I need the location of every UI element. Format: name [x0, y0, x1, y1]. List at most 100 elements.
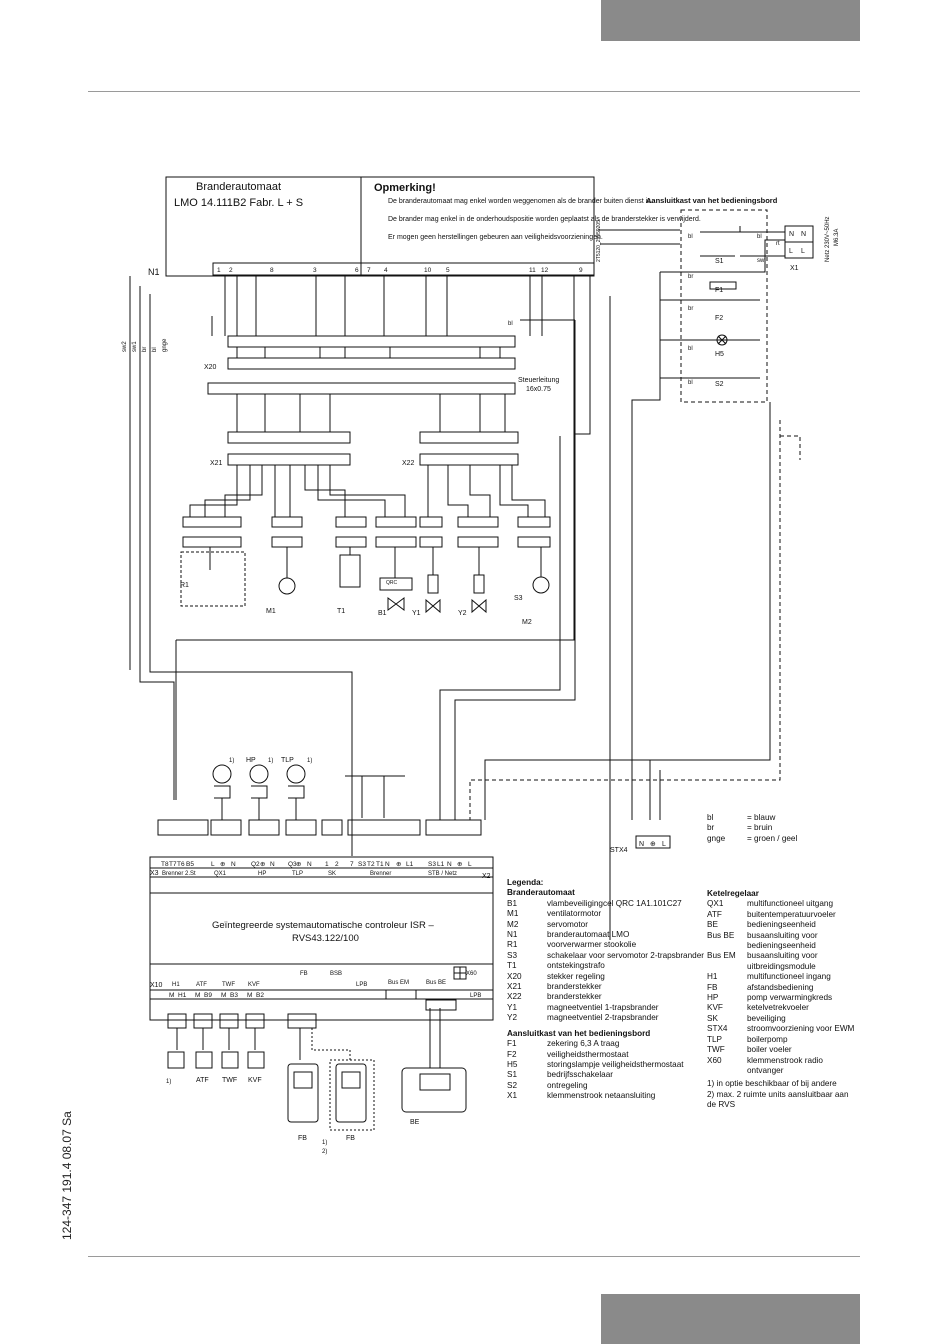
color-desc-gnge: = groen / geel — [747, 833, 798, 843]
group-tlp: TLP — [292, 871, 303, 877]
legend-code: Y1 — [507, 1002, 518, 1012]
legend-note-1: 1) in optie beschikbaar of bij andere — [707, 1079, 837, 1089]
group-qx1: QX1 — [214, 871, 227, 877]
legend-code: F2 — [507, 1049, 517, 1059]
legend-desc: klemmenstrook netaansluiting — [547, 1091, 656, 1101]
controller-top-pin: L — [211, 861, 215, 868]
x22-label: X22 — [402, 460, 415, 467]
legend-desc: storingslampje veiligheidsthermostaat — [547, 1059, 684, 1069]
legend-row: Y2 magneetventiel 2-trapsbrander — [507, 1013, 707, 1023]
n1-terminal: 8 — [270, 267, 274, 274]
pump-tlp-label: TLP — [281, 757, 294, 764]
legend-desc: magneetventiel 2-trapsbrander — [547, 1013, 659, 1023]
legend-desc: beveiliging — [747, 1013, 786, 1023]
controller-top-pin: ⊕ — [457, 861, 462, 868]
legend-desc: pomp verwarmingkreds — [747, 993, 833, 1003]
n1-terminal: 12 — [541, 267, 549, 274]
pump-hp — [249, 764, 269, 784]
legend-desc: schakelaar voor servomotor 2-trapsbrande… — [547, 950, 704, 960]
n1-label: N1 — [148, 267, 160, 277]
legend-desc: busaansluiting voor bedieningseenheid — [747, 930, 818, 951]
color-code-br: br — [707, 823, 715, 833]
controller-top-pin: T2 — [367, 861, 375, 868]
legend-desc: bedieningseenheid — [747, 920, 816, 930]
legend-code: TWF — [707, 1045, 725, 1055]
controller-top-pin: 7 — [350, 861, 354, 868]
legend-code: R1 — [507, 940, 518, 950]
label-f2: F2 — [715, 315, 723, 322]
label-s2: S2 — [715, 381, 724, 388]
label-h5: H5 — [715, 351, 724, 358]
group-stb-netz: STB / Netz — [428, 871, 457, 877]
controller-bottom-pin: B3 — [230, 992, 238, 999]
wire-bl: bl — [152, 347, 158, 352]
controller-top-pin: T1 — [376, 861, 384, 868]
label-t1: T1 — [337, 608, 345, 615]
n1-terminal: 11 — [529, 267, 536, 274]
wire-gnge: gnge — [162, 338, 168, 352]
n1-terminal: 5 — [446, 267, 450, 274]
controller-top-pin: 1 — [325, 861, 329, 868]
label-s1: S1 — [715, 258, 724, 265]
legend-code: X22 — [507, 992, 522, 1002]
label-b1: B1 — [378, 610, 387, 617]
controller-model: RVS43.122/100 — [292, 933, 359, 944]
controller-top-pin: N — [270, 861, 275, 868]
n1-terminal-strip — [212, 262, 595, 276]
controller-top-pin: ⊕ — [396, 861, 401, 868]
group-lpb-2: LPB — [470, 993, 481, 999]
label-s3: S3 — [514, 595, 523, 602]
burner-model: LMO 14.111B2 Fabr. L + S — [174, 197, 303, 209]
n1-terminal: 9 — [579, 267, 583, 274]
burner-remark-1: De branderautomaat mag enkel worden wegg… — [388, 198, 653, 205]
mains-spec: Netz 230V~50Hz — [825, 216, 831, 262]
n1-terminal: 10 — [424, 267, 432, 274]
pump-tlp — [286, 764, 306, 784]
legend-code: FB — [707, 982, 718, 992]
color-desc-br: = bruin — [747, 823, 773, 833]
header-rule — [88, 91, 860, 92]
label-x2: X2 — [482, 873, 491, 880]
legend-note-2: 2) max. 2 ruimte units aansluitbaar aan … — [707, 1089, 849, 1110]
legend-code: HP — [707, 993, 719, 1003]
controller-top-pin: N — [385, 861, 390, 868]
legend-code: Y2 — [507, 1013, 518, 1023]
panel-wire-rt: rt — [776, 241, 780, 247]
legend-desc: voorverwarmer stookolie — [547, 940, 637, 950]
color-legend: bl= blauw br= bruin gnge= groen / geel — [707, 813, 817, 844]
burner-remark-2: De brander mag enkel in de onderhoudspos… — [388, 216, 701, 223]
controller-bottom-pin: B9 — [204, 992, 212, 999]
legend-code: F1 — [507, 1039, 517, 1049]
steuerleitung-label: Steuerleitung — [518, 377, 559, 384]
panel-wire-bl-3: bl — [688, 346, 693, 352]
legend-code: H1 — [707, 972, 718, 982]
burner-title: Branderautomaat — [196, 181, 281, 193]
legend-code: N1 — [507, 930, 518, 940]
steuerleitung-spec: 16x0.75 — [526, 386, 551, 393]
fb-note-2: 2) — [322, 1149, 327, 1155]
h1-note: 1) — [166, 1079, 171, 1085]
label-qrc: QRC — [386, 580, 398, 586]
group-atf: ATF — [196, 982, 207, 988]
controller-bottom-pin: B2 — [256, 992, 264, 999]
controller-top-pin: T8 — [161, 861, 169, 868]
burner-remark-title: Opmerking! — [374, 182, 436, 194]
controller-title: Geïntegreerde systemautomatische control… — [212, 920, 434, 931]
n1-terminal: 2 — [229, 267, 233, 274]
color-code-bl: bl — [707, 813, 714, 822]
fuse-spec: M6.3A — [834, 229, 840, 246]
legend-code: X60 — [707, 1055, 722, 1065]
controller-bottom-pin: H1 — [178, 992, 187, 999]
